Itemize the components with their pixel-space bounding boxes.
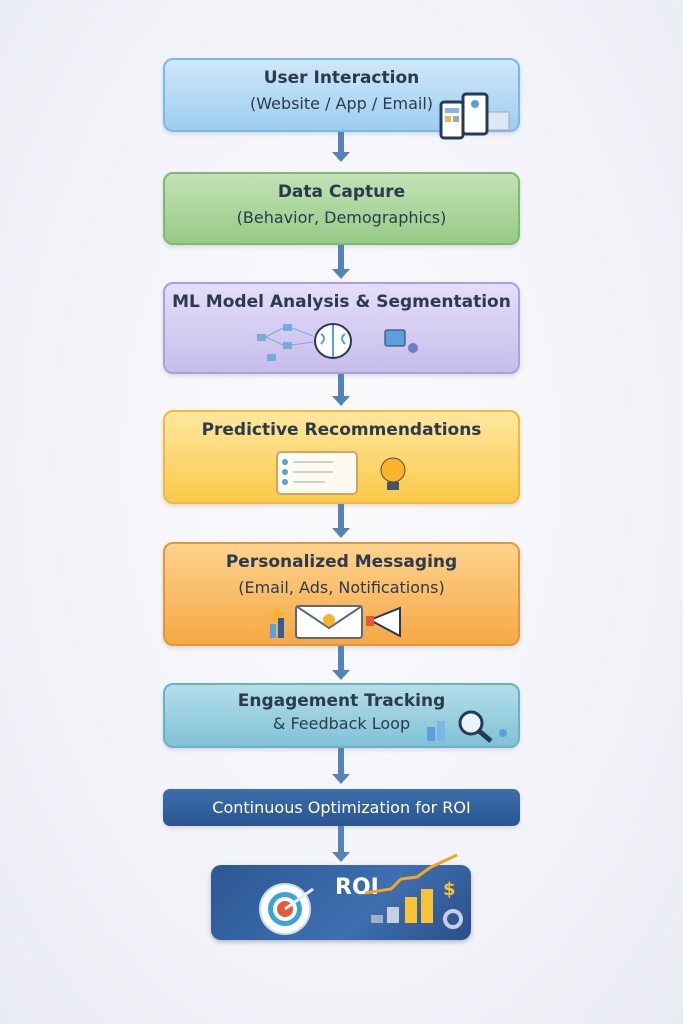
step-engagement-tracking: Engagement Tracking & Feedback Loop [163, 683, 520, 748]
step-subtitle: (Email, Ads, Notifications) [238, 578, 445, 597]
growth-chart-icon [364, 853, 463, 929]
target-icon [259, 883, 314, 935]
step-subtitle: (Behavior, Demographics) [236, 208, 447, 227]
step-title: ML Model Analysis & Segmentation [172, 292, 511, 312]
step-continuous-optimization: Continuous Optimization for ROI [163, 789, 520, 826]
step-title: User Interaction [263, 68, 420, 88]
dollar-icon: $ [443, 879, 456, 900]
step-title: Continuous Optimization for ROI [212, 798, 471, 817]
step-title: Data Capture [277, 182, 406, 202]
flow-arrow [332, 748, 350, 784]
step-ml-analysis: ML Model Analysis & Segmentation [163, 282, 520, 374]
step-user-interaction: User Interaction (Website / App / Email) [163, 58, 520, 140]
step-title: Engagement Tracking [237, 691, 446, 711]
flow-arrow [332, 374, 350, 406]
step-personalized-messaging: Personalized Messaging (Email, Ads, Noti… [163, 542, 520, 646]
step-predictive-recommendations: Predictive Recommendations [163, 410, 520, 504]
flow-arrow [332, 504, 350, 538]
flow-arrow [332, 132, 350, 162]
email-megaphone-icon [267, 605, 401, 639]
roi-panel: ROI $ [211, 853, 471, 940]
analytics-magnifier-icon [427, 710, 507, 743]
roi-label: ROI [335, 875, 379, 900]
ml-network-brain-icon [257, 323, 418, 361]
step-title: Predictive Recommendations [201, 420, 482, 440]
step-subtitle: (Website / App / Email) [249, 94, 434, 113]
flow-arrow [332, 826, 350, 862]
devices-icon [439, 92, 510, 140]
step-data-capture: Data Capture (Behavior, Demographics) [163, 172, 520, 245]
flow-arrow [332, 245, 350, 279]
step-subtitle: & Feedback Loop [272, 714, 411, 733]
recommendation-list-lightbulb-icon [276, 451, 406, 495]
step-title: Personalized Messaging [225, 552, 458, 572]
flow-arrow [332, 646, 350, 680]
